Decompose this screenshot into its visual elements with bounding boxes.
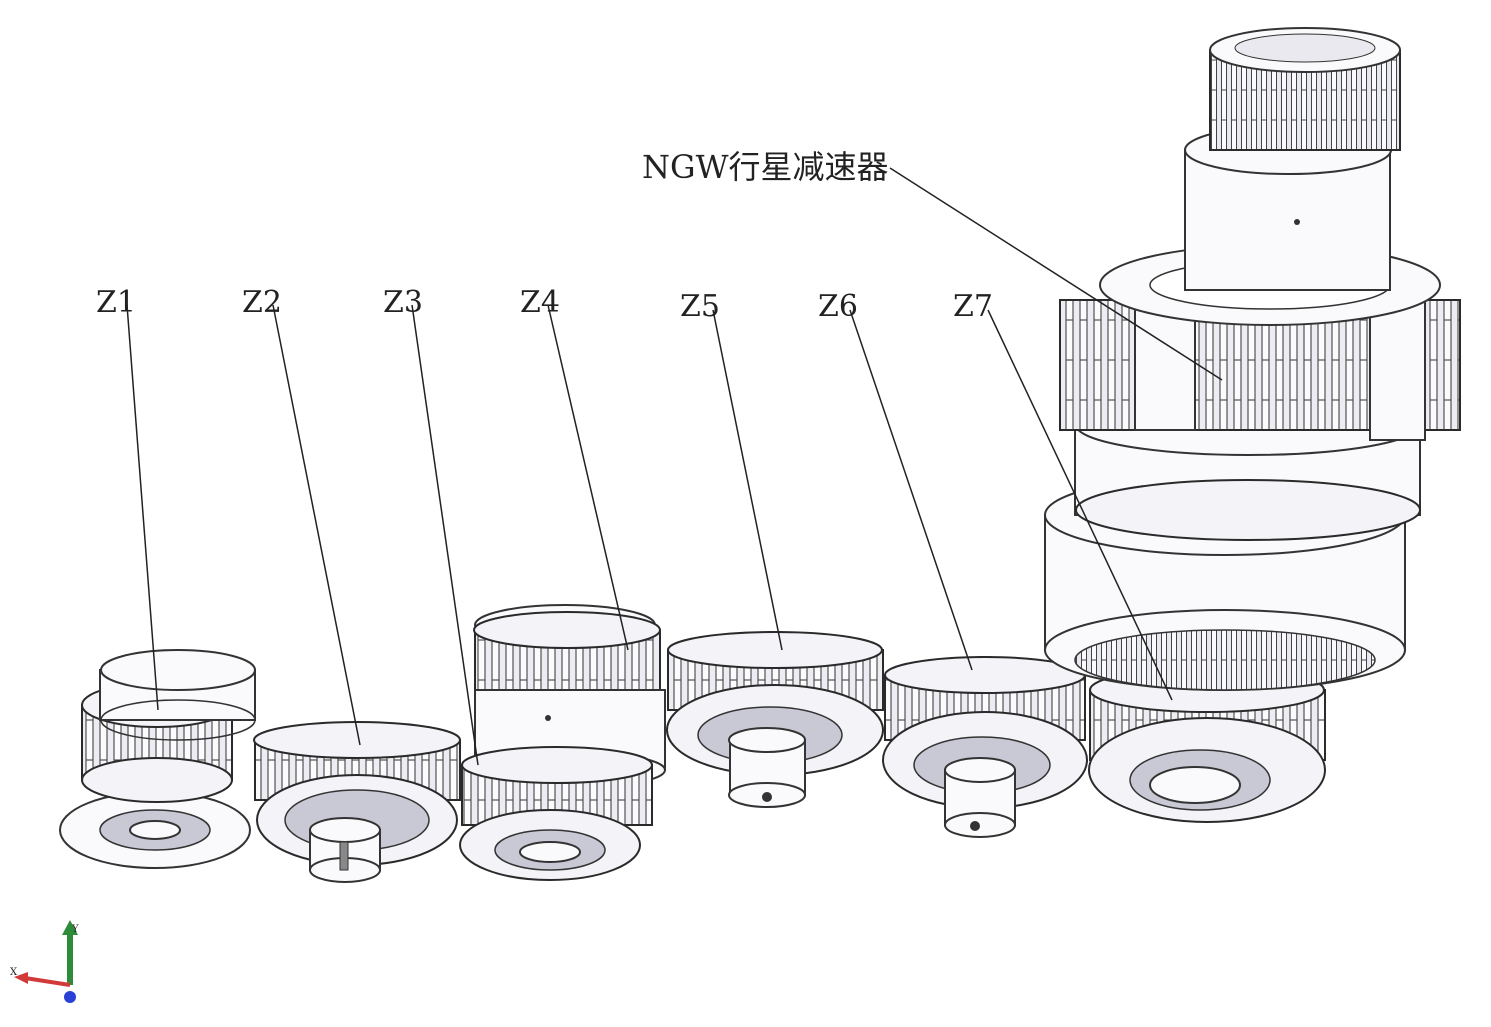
leader-z1 [126,304,159,711]
label-z2: Z2 [242,285,282,320]
leader-lines [126,167,1223,766]
label-ngw-reducer: NGW行星减速器 [642,148,888,186]
gear-z7 [1088,667,1326,823]
label-z1: Z1 [96,285,136,320]
axis-triad: Y X [10,920,79,1003]
label-z7: Z7 [953,289,993,324]
label-z3: Z3 [383,285,423,320]
leader-z7 [987,309,1173,701]
z-axis-dot [64,991,76,1003]
gear-z2 [253,721,461,883]
x-axis-label: X [10,967,18,978]
gear-z3-z4 [459,604,666,881]
x-axis-arrow [24,976,71,987]
gear-z1 [59,649,256,869]
leader-ngw [889,167,1223,381]
leader-z4 [547,304,629,651]
gear-z6 [882,656,1088,838]
label-z5: Z5 [680,289,720,324]
leader-z3 [411,304,479,766]
leader-z6 [849,309,973,671]
label-z4: Z4 [520,285,560,320]
gear-labels: Z1 Z2 Z3 Z4 Z5 Z6 Z7 NGW行星减速器 [96,148,993,324]
gear-z5 [666,631,884,808]
leader-z5 [712,309,783,651]
ngw-planetary-reducer [1044,27,1461,691]
label-z6: Z6 [818,289,858,324]
y-axis-label: Y [71,924,79,935]
leader-z2 [272,304,361,746]
